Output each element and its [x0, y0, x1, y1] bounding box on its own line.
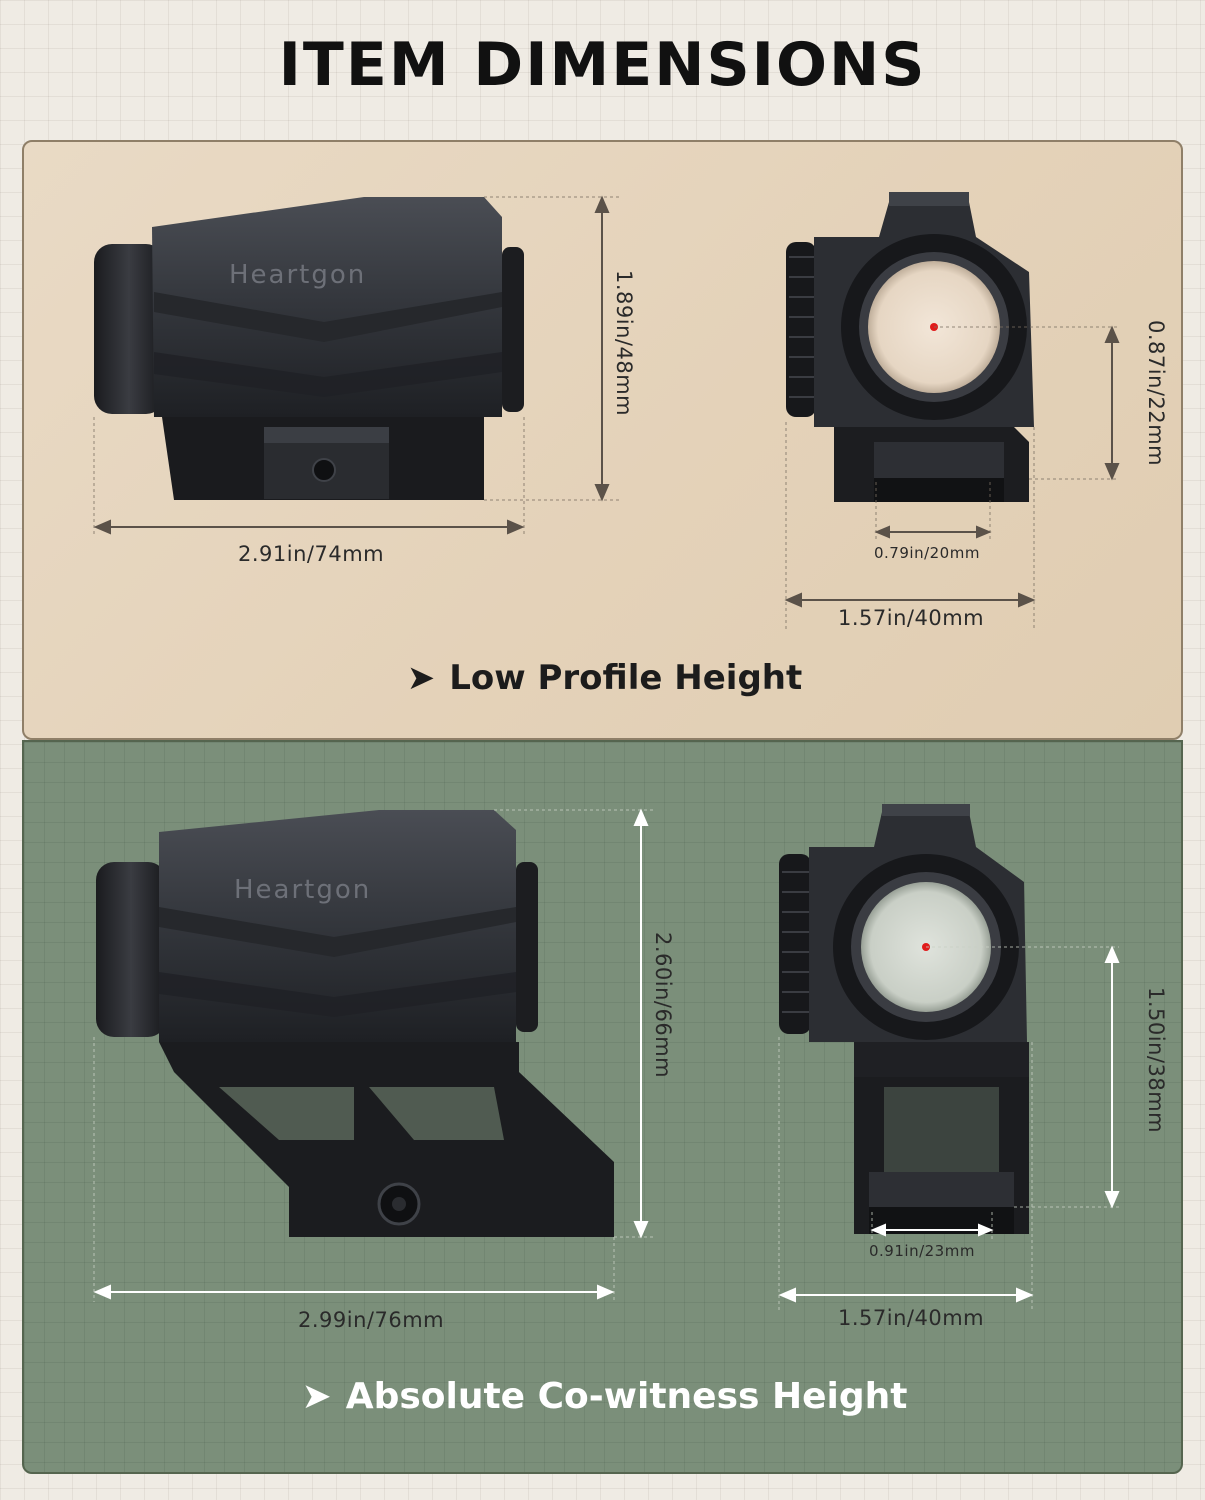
brand-logo-2: Heartgon	[234, 875, 371, 905]
low-profile-caption-text: Low Profile Height	[449, 658, 803, 698]
low-profile-panel: Heartgon	[22, 140, 1183, 740]
low-profile-caption: ➤ Low Profile Height	[24, 658, 1181, 698]
total-height-label-2: 2.60in/66mm	[651, 932, 675, 1079]
co-witness-panel: Heartgon	[22, 740, 1183, 1474]
width-label-2: 1.57in/40mm	[838, 1306, 985, 1330]
low-profile-illustration: Heartgon	[93, 192, 1120, 630]
co-witness-caption-text: Absolute Co-witness Height	[345, 1376, 908, 1417]
width-label: 1.57in/40mm	[838, 606, 985, 630]
rail-width-label-2: 0.91in/23mm	[869, 1242, 975, 1260]
play-arrow-icon: ➤	[406, 658, 436, 698]
length-label: 2.91in/74mm	[238, 542, 385, 566]
play-arrow-icon: ➤	[301, 1376, 332, 1417]
co-witness-caption: ➤ Absolute Co-witness Height	[24, 1376, 1181, 1417]
side-view-sight: Heartgon	[94, 197, 524, 500]
optical-height-label: 0.87in/22mm	[1144, 320, 1168, 467]
brand-logo: Heartgon	[229, 260, 366, 290]
co-witness-illustration: Heartgon	[93, 804, 1120, 1312]
side-view-sight-riser: Heartgon	[96, 810, 614, 1237]
front-view-sight-riser	[779, 804, 1029, 1234]
front-view-sight	[786, 192, 1034, 502]
length-label-2: 2.99in/76mm	[298, 1308, 445, 1332]
page-title: ITEM DIMENSIONS	[278, 30, 927, 100]
total-height-label: 1.89in/48mm	[612, 270, 636, 417]
rail-width-label: 0.79in/20mm	[874, 544, 980, 562]
optical-height-label-2: 1.50in/38mm	[1144, 987, 1168, 1134]
